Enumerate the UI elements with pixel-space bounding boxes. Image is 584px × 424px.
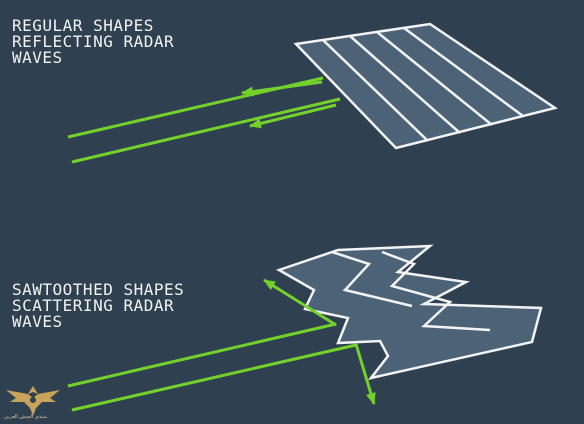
reflected-wave-arrow: [241, 80, 323, 97]
scattered-wave-arrow: [354, 343, 376, 405]
sawtooth-seam: [331, 250, 413, 308]
sawtoothed-shapes-caption: SAWTOOTHED SHAPES SCATTERING RADAR WAVES: [12, 282, 184, 330]
panel-stripe: [349, 35, 461, 134]
panel-stripe: [376, 31, 493, 126]
sawtoothed-panel: [275, 244, 543, 380]
incoming-wave: [71, 343, 357, 412]
reflected-waves: [67, 76, 341, 164]
scattered-waves: [67, 278, 376, 412]
caption-line: WAVES: [12, 312, 63, 331]
incoming-wave: [71, 97, 341, 164]
panel-stripe: [322, 39, 429, 142]
caption-line: SCATTERING RADAR: [12, 296, 175, 315]
flat-panel: [293, 22, 559, 150]
reflected-wave-arrow: [249, 103, 337, 129]
caption-line: SAWTOOTHED SHAPES: [12, 280, 185, 299]
regular-shapes-caption: REGULAR SHAPES REFLECTING RADAR WAVES: [12, 18, 174, 66]
sawtooth-seam: [381, 250, 491, 332]
caption-line: REGULAR SHAPES: [12, 16, 154, 35]
eagle-emblem-icon: [6, 386, 60, 416]
caption-line: REFLECTING RADAR: [12, 32, 175, 51]
incoming-wave: [67, 322, 337, 388]
scattered-wave-arrow: [263, 278, 337, 327]
caption-line: WAVES: [12, 48, 63, 67]
logo-caption: منتدى الجيش العربي: [4, 414, 48, 420]
panel-stripe: [403, 26, 524, 118]
